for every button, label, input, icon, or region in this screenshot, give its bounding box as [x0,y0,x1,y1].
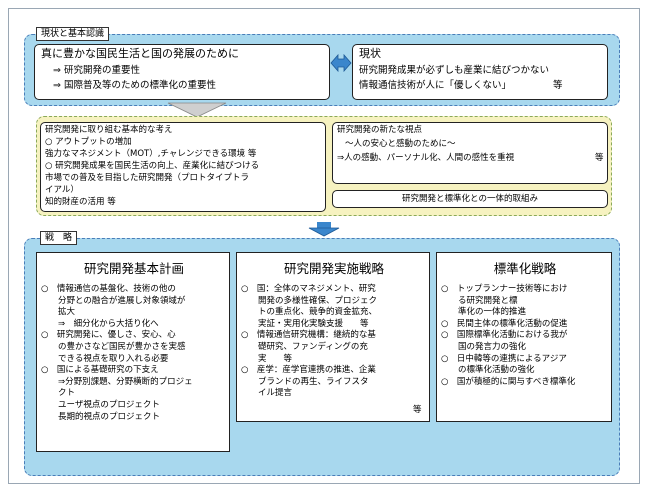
bidirectional-arrow-icon [330,53,352,73]
standardization-line: 準化の一体的推進 [441,307,527,318]
rd-implementation-line: ○ 産学：産学官連携の推進、企業 [241,365,376,376]
rd-implementation-line: ○ 国：全体のマネジメント、研究 [241,284,376,294]
rd-implementation-line: 実証・実用化実験支援 等 [241,318,369,329]
rd-implementation-line: イル提言 [241,388,293,399]
rd-basic-plan-line: ○ 国による基礎研究の下支え [41,365,159,376]
rd-implementation-line: トの重点化、競争的資金拡充、 [241,307,378,318]
rd-basic-plan-line: 分野との融合が進展し対象領域が [41,295,186,306]
rd-implementation-suffix: 等 [413,405,422,415]
rd-basic-plan-title: 研究開発基本計画 [83,261,184,276]
standardization-line: る研究開発と標 [441,295,518,306]
current-status-tag: 現状と基本認識 [36,27,110,41]
standardization-line: の標準化活動の強化 [441,365,535,376]
new-viewpoint-title: 研究開発の新たな視点 [337,125,423,135]
rd-basic-plan-line: ○ 情報通信の基盤化、技術の他の [41,284,176,294]
down-arrow-icon [167,102,227,118]
basic-approach-line-3: ○ 研究開発成果を国民生活の向上、産業化に結びつける [45,161,260,171]
rich-life-title: 真に豊かな国民生活と国の発展のために [41,47,239,60]
standardization-line: 国の発言力の強化 [441,341,527,352]
new-viewpoint-line-2-suffix: 等 [595,153,604,163]
standardization-line: ○ 国が積極的に関与すべき標準化 [441,376,576,387]
standardization-list: ○ トップランナー技術等におけ る研究開発と標 準化の一体的推進 ○ 民間主体の… [441,284,575,388]
basic-approach-line-1: ○ アウトプットの増加 [45,137,132,147]
standardization-box: 標準化戦略 ○ トップランナー技術等におけ る研究開発と標 準化の一体的推進 ○… [436,252,612,422]
basic-approach-line-6: 知的財産の活用 等 [45,197,116,207]
rd-implementation-line: ブランドの再生、ライフスタ [241,376,369,387]
rd-basic-plan-line: できる視点を取り入れる必要 [41,353,169,364]
standardization-line: ○ 国際標準化活動における我が [441,330,568,341]
integration-box: 研究開発と標準化との一体的取組み [332,190,608,208]
rd-basic-plan-line: ⇒ 細分化から大括り化へ [41,318,159,329]
rd-implementation-line: ○ 情報通信研究機構：継続的な基 [241,330,376,341]
status-title: 現状 [359,47,381,60]
rd-implementation-line: 開発の多様性確保、プロジェク [241,295,378,306]
new-viewpoint-box: 研究開発の新たな視点 ～人の安心と感動のために～ ⇒人の感動、パーソナル化、人間… [332,122,608,184]
rich-life-box: 真に豊かな国民生活と国の発展のために ⇒ 研究開発の重要性 ⇒ 国際普及等のため… [34,44,330,100]
standardization-line: ○ 日中韓等の連携によるアジア [441,353,567,364]
new-viewpoint-line-2: ⇒人の感動、パーソナル化、人間の感性を重視 [337,153,515,163]
rd-basic-plan-line: ○ 研究開発に、優しさ、安心、心 [41,330,176,341]
status-line-2: 情報通信技術が人に「優しくない」 [359,80,512,91]
rd-basic-plan-box: 研究開発基本計画 ○ 情報通信の基盤化、技術の他の 分野との融合が進展し対象領域… [36,252,230,452]
rd-basic-plan-line: 拡大 [41,307,76,318]
rd-basic-plan-line: ⇒分野別課題、分野横断的プロジェ [41,376,193,387]
basic-approach-line-4: 市場での普及を目指した研究開発（プロトタイプトラ [45,173,250,183]
new-viewpoint-line-1: ～人の安心と感動のために～ [345,139,456,149]
rd-basic-plan-line: 長期的視点のプロジェクト [41,411,161,422]
rd-implementation-list: ○ 国：全体のマネジメント、研究 開発の多様性確保、プロジェク トの重点化、競争… [241,284,377,400]
rd-implementation-line: 実 等 [241,353,293,364]
integration-label: 研究開発と標準化との一体的取組み [402,194,538,204]
down-arrow-icon [308,222,340,237]
rd-implementation-box: 研究開発実施戦略 ○ 国：全体のマネジメント、研究 開発の多様性確保、プロジェク… [236,252,430,422]
basic-approach-box: 研究開発に取り組む基本的な考え ○ アウトプットの増加 強力なマネジメント（MO… [40,122,326,212]
strategy-tag: 戦 略 [40,231,78,245]
rd-implementation-line: 礎研究、ファンディングの充 [241,341,368,352]
rich-life-item-2: ⇒ 国際普及等のための標準化の重要性 [53,80,216,91]
standardization-title: 標準化戦略 [493,261,557,276]
rd-implementation-title: 研究開発実施戦略 [283,261,384,276]
basic-approach-line-2: 強力なマネジメント（MOT）,チャレンジできる環境 等 [45,149,257,159]
rich-life-item-1: ⇒ 研究開発の重要性 [53,65,140,76]
status-box: 現状 研究開発成果が必ずしも産業に結びつかない 情報通信技術が人に「優しくない」… [352,44,608,100]
rd-basic-plan-line: ユーザ視点のプロジェクト [41,399,160,410]
rd-basic-plan-list: ○ 情報通信の基盤化、技術の他の 分野との融合が進展し対象領域が 拡大 ⇒ 細分… [41,284,193,423]
rd-basic-plan-line: の豊かさなど国民が豊かさを実感 [41,341,186,352]
standardization-line: ○ 民間主体の標準化活動の促進 [441,318,568,329]
status-line-2-suffix: 等 [553,80,563,91]
basic-approach-line-5: イアル） [45,185,79,195]
rd-basic-plan-line: クト [41,388,76,399]
basic-approach-title: 研究開発に取り組む基本的な考え [45,125,173,135]
status-line-1: 研究開発成果が必ずしも産業に結びつかない [359,65,550,76]
standardization-line: ○ トップランナー技術等におけ [441,284,568,294]
